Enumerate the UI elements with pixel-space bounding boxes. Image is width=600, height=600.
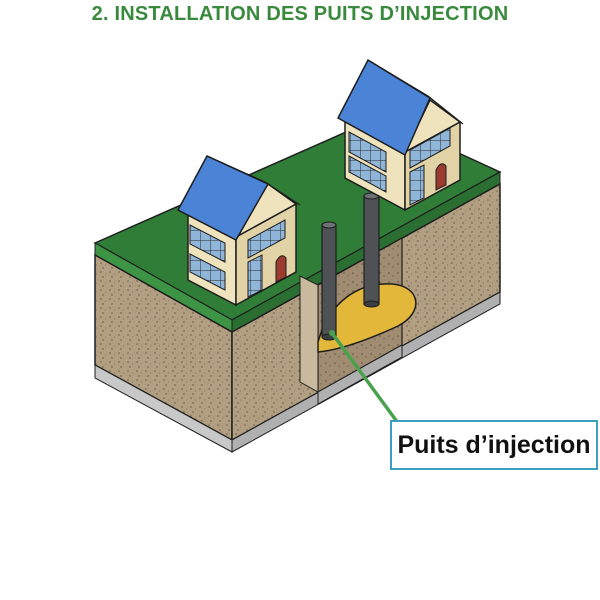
injection-well-callout: Puits d’injection xyxy=(390,420,598,470)
injection-pipe-icon xyxy=(321,221,337,341)
injection-zone xyxy=(317,283,417,353)
house-icon xyxy=(336,58,464,212)
callout-leader-line xyxy=(330,331,400,425)
injection-pipe-icon xyxy=(363,192,380,308)
callout-anchor-dot xyxy=(329,330,335,336)
diagram-title: 2. INSTALLATION DES PUITS D’INJECTION xyxy=(91,3,509,25)
house-icon xyxy=(176,155,301,307)
callout-label: Puits d’injection xyxy=(397,430,591,459)
